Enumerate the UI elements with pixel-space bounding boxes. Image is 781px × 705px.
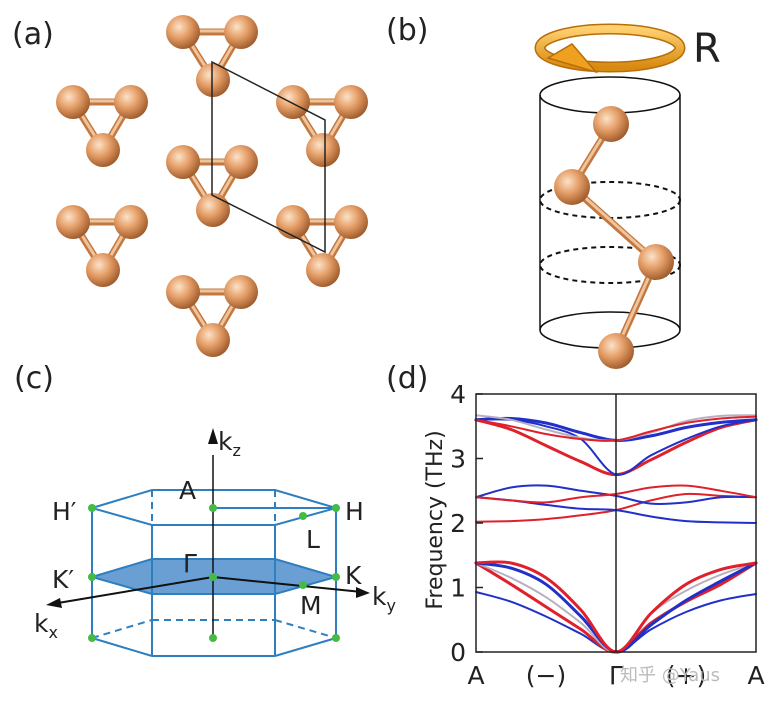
atom	[334, 85, 368, 119]
atom	[224, 145, 258, 179]
atom	[56, 205, 90, 239]
helix-bond-highlight	[570, 184, 658, 263]
xtick-label: Γ	[609, 661, 623, 690]
brillouin-zone	[46, 428, 370, 657]
point-K-prime: K′	[52, 565, 74, 594]
helix-atom	[593, 106, 629, 142]
helix-atom	[554, 169, 590, 205]
atom	[276, 205, 310, 239]
point-Gamma: Γ	[183, 549, 197, 578]
atom	[276, 85, 310, 119]
panel-c-label: (c)	[14, 361, 54, 396]
atom	[86, 253, 120, 287]
atom	[114, 205, 148, 239]
atom	[56, 85, 90, 119]
atom	[166, 275, 200, 309]
atom	[166, 145, 200, 179]
point-L: L	[306, 525, 320, 554]
point-K: K	[345, 561, 362, 590]
y-axis-label: Frequency (THz)	[423, 430, 448, 609]
xtick-label: (+)	[666, 661, 706, 690]
atom	[196, 63, 230, 97]
atom	[306, 133, 340, 167]
atom	[196, 323, 230, 357]
panel-b-label: (b)	[386, 13, 428, 48]
phonon-chart: 0 1 2 3 4A (−) Γ (+) A	[450, 380, 764, 690]
atom	[166, 15, 200, 49]
point-M: M	[300, 591, 322, 620]
xtick-label: (−)	[526, 661, 566, 690]
rotation-arrow	[534, 23, 686, 74]
atom	[306, 253, 340, 287]
atom	[86, 133, 120, 167]
atom	[334, 205, 368, 239]
ytick-label: 0	[450, 638, 466, 667]
atom	[196, 193, 230, 227]
atom-lattice	[56, 15, 368, 357]
panel-d-label: (d)	[386, 361, 428, 396]
atom	[114, 85, 148, 119]
xtick-label: A	[747, 661, 764, 690]
axis-kx: kx	[34, 609, 58, 642]
helix-atom	[598, 333, 634, 369]
rotation-label: R	[693, 26, 721, 72]
xtick-label: A	[467, 661, 484, 690]
point-H-prime: H′	[52, 497, 77, 526]
ytick-label: 2	[450, 509, 466, 538]
ytick-label: 3	[450, 445, 466, 474]
ytick-label: 1	[450, 574, 466, 603]
panel-a-label: (a)	[12, 17, 54, 52]
ytick-label: 4	[450, 380, 466, 409]
helix-atom	[638, 244, 674, 280]
watermark: 知乎 @Yaus	[620, 665, 720, 686]
axis-ky: ky	[372, 582, 396, 615]
axis-kz: kz	[218, 427, 241, 460]
atom	[224, 275, 258, 309]
atom	[224, 15, 258, 49]
point-H: H	[345, 497, 364, 526]
point-A: A	[179, 476, 196, 505]
helix-atoms	[554, 106, 674, 369]
unit-cell	[211, 60, 326, 254]
